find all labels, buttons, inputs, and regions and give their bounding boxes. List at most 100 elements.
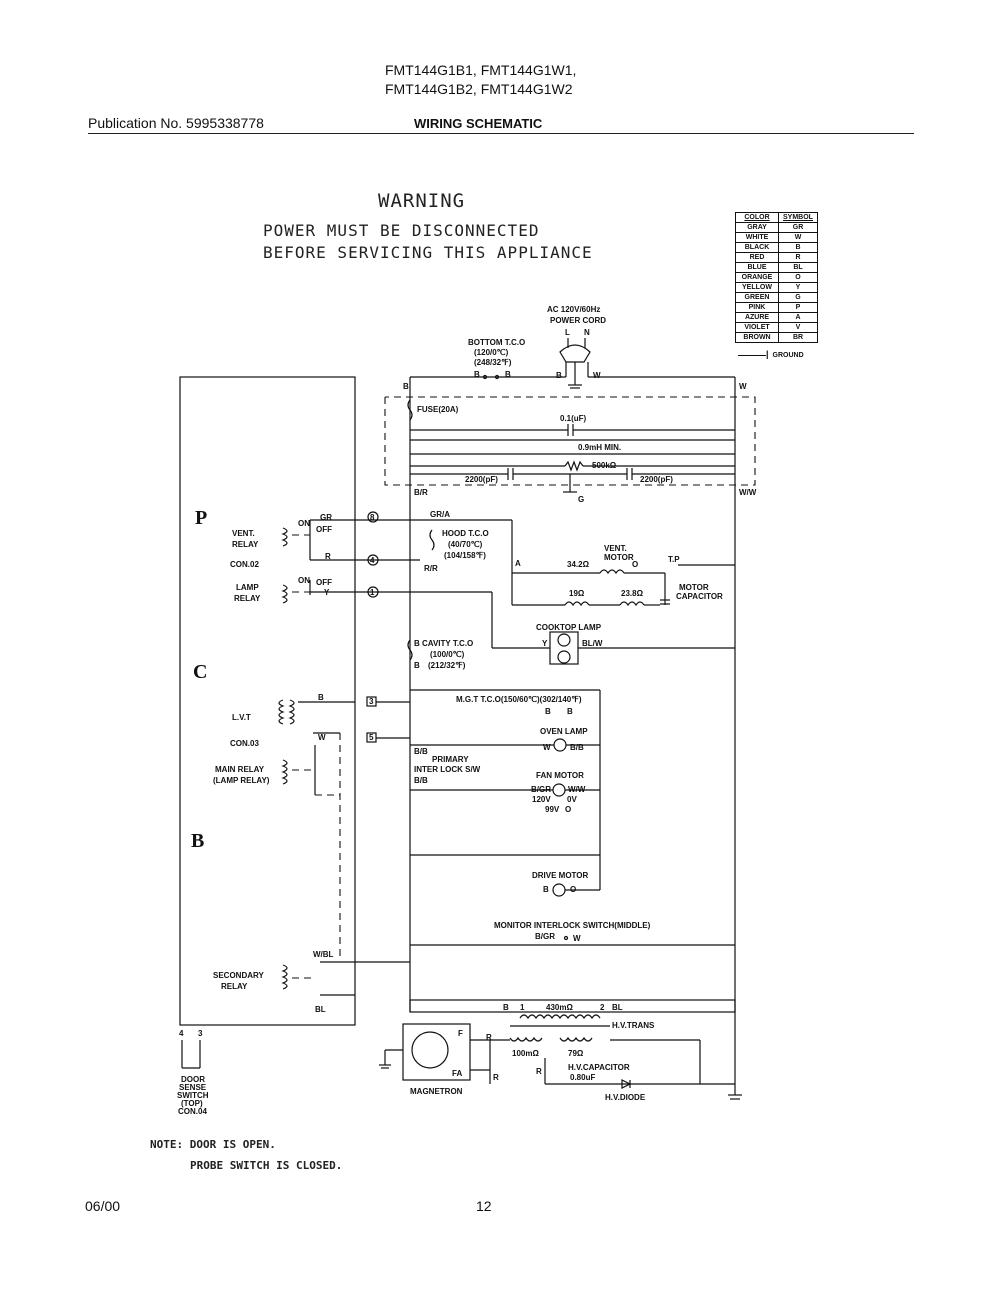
pin-3: 3 [198,1029,203,1038]
magnetron-label: MAGNETRON [410,1087,463,1096]
r19-label: 19Ω [569,589,585,598]
warning-title: WARNING [378,190,466,212]
fuse-icon [407,399,413,421]
door-sense-label2: SENSE [179,1083,207,1092]
power-cord-n: N [584,328,590,337]
model-list-line2: FMT144G1B2, FMT144G1W2 [385,81,573,97]
svg-text:ON: ON [298,576,310,585]
cavity-tco-label: CAVITY T.C.O [422,639,473,648]
door-sense-label5: CON.04 [178,1107,207,1116]
r23-8-label: 23.8Ω [621,589,644,598]
primary-label: PRIMARY [432,755,469,764]
secondary-relay-label2: RELAY [221,982,248,991]
svg-text:B: B [556,371,562,380]
door-sense-label: DOOR [181,1075,205,1084]
hood-tco-label: HOOD T.C.O [442,529,489,538]
board-label-p: P [195,507,207,529]
svg-text:W: W [573,934,581,943]
hv-diode-icon [621,1079,632,1089]
fan-0v: 0V [567,795,577,804]
hood-tco-label3: (104/158℉) [444,551,486,560]
section-title: WIRING SCHEMATIC [414,116,543,131]
lamp-relay-label2: RELAY [234,594,261,603]
footer-page-number: 12 [476,1198,492,1214]
model-list-line1: FMT144G1B1, FMT144G1W1, [385,62,577,78]
board-label-c: C [193,661,207,683]
symbol-cell: BR [778,332,818,343]
svg-text:F: F [458,1029,463,1038]
main-relay-label2: (LAMP RELAY) [213,776,270,785]
wire-br: B/R [414,488,428,497]
magnetron-icon [411,1031,449,1069]
power-plug-icon [559,344,591,363]
svg-text:B: B [414,639,420,648]
cavity-tco-label3: (212/32℉) [428,661,466,670]
cooktop-lamp-label: COOKTOP LAMP [536,623,602,632]
hood-tco-label2: (40/70℃) [448,540,483,549]
svg-text:Y: Y [542,639,548,648]
r79-label: 79Ω [568,1049,584,1058]
main-relay-label: MAIN RELAY [215,765,265,774]
noise-filter-box [384,396,756,486]
warning-line1: POWER MUST BE DISCONNECTED [263,221,540,240]
fuse-label: FUSE(20A) [417,405,459,414]
bottom-tco-label: BOTTOM T.C.O [468,338,525,347]
svg-text:R: R [486,1033,492,1042]
con02-label: CON.02 [230,560,259,569]
svg-text:BL: BL [315,1005,326,1014]
svg-text:2: 2 [600,1003,605,1012]
control-board [179,376,356,1026]
svg-text:B: B [503,1003,509,1012]
fan-motor-label: FAN MOTOR [536,771,584,780]
svg-text:GR: GR [320,513,332,522]
bottom-tco-label3: (248/32℉) [474,358,512,367]
svg-text:B/B: B/B [414,776,428,785]
vent-relay-label: VENT. [232,529,255,538]
note-line2: PROBE SWITCH IS CLOSED. [190,1159,343,1172]
svg-text:B/B: B/B [570,743,584,752]
svg-text:O: O [632,560,638,569]
vent-relay-label2: RELAY [232,540,259,549]
warning-line2: BEFORE SERVICING THIS APPLIANCE [263,243,593,262]
r100m-label: 100mΩ [512,1049,539,1058]
board-label-b: B [191,830,204,852]
cooktop-lamp-bulb-2 [557,650,571,664]
fan-99v: 99V [545,805,560,814]
cavity-tco-label2: (100/0℃) [430,650,465,659]
svg-text:GR/A: GR/A [430,510,450,519]
svg-text:R: R [536,1067,542,1076]
oven-lamp-label: OVEN LAMP [540,727,588,736]
inductor-label: 0.9mH MIN. [578,443,621,452]
drive-motor-label: DRIVE MOTOR [532,871,589,880]
wire-ww: W/W [739,488,757,497]
header-rule [88,133,914,134]
cap-2200-left: 2200(pF) [465,475,498,484]
svg-text:B: B [474,370,480,379]
svg-text:W: W [318,733,326,742]
hv-diode-label: H.V.DIODE [605,1093,646,1102]
resistor-500k [564,460,584,472]
svg-text:B: B [403,382,409,391]
svg-text:B/B: B/B [414,747,428,756]
svg-text:B: B [318,693,324,702]
svg-text:R: R [325,552,331,561]
svg-text:OFF: OFF [316,578,332,587]
lvt-transformer-secondary [288,699,295,725]
bottom-tco-label2: (120/0℃) [474,348,509,357]
svg-text:3: 3 [369,697,374,706]
power-cord-label: AC 120V/60Hz [547,305,600,314]
hv-cap-label2: 0.80uF [570,1073,595,1082]
svg-text:OFF: OFF [316,525,332,534]
oven-lamp-bulb [553,738,567,752]
lvt-transformer-primary [278,699,285,725]
svg-text:BL: BL [612,1003,623,1012]
svg-text:A: A [515,559,521,568]
ground-g: G [578,495,584,504]
hv-cap-label: H.V.CAPACITOR [568,1063,630,1072]
lvt-label: L.V.T [232,713,251,722]
publication-number: Publication No. 5995338778 [88,115,264,131]
vent-motor-label2: MOTOR [604,553,634,562]
